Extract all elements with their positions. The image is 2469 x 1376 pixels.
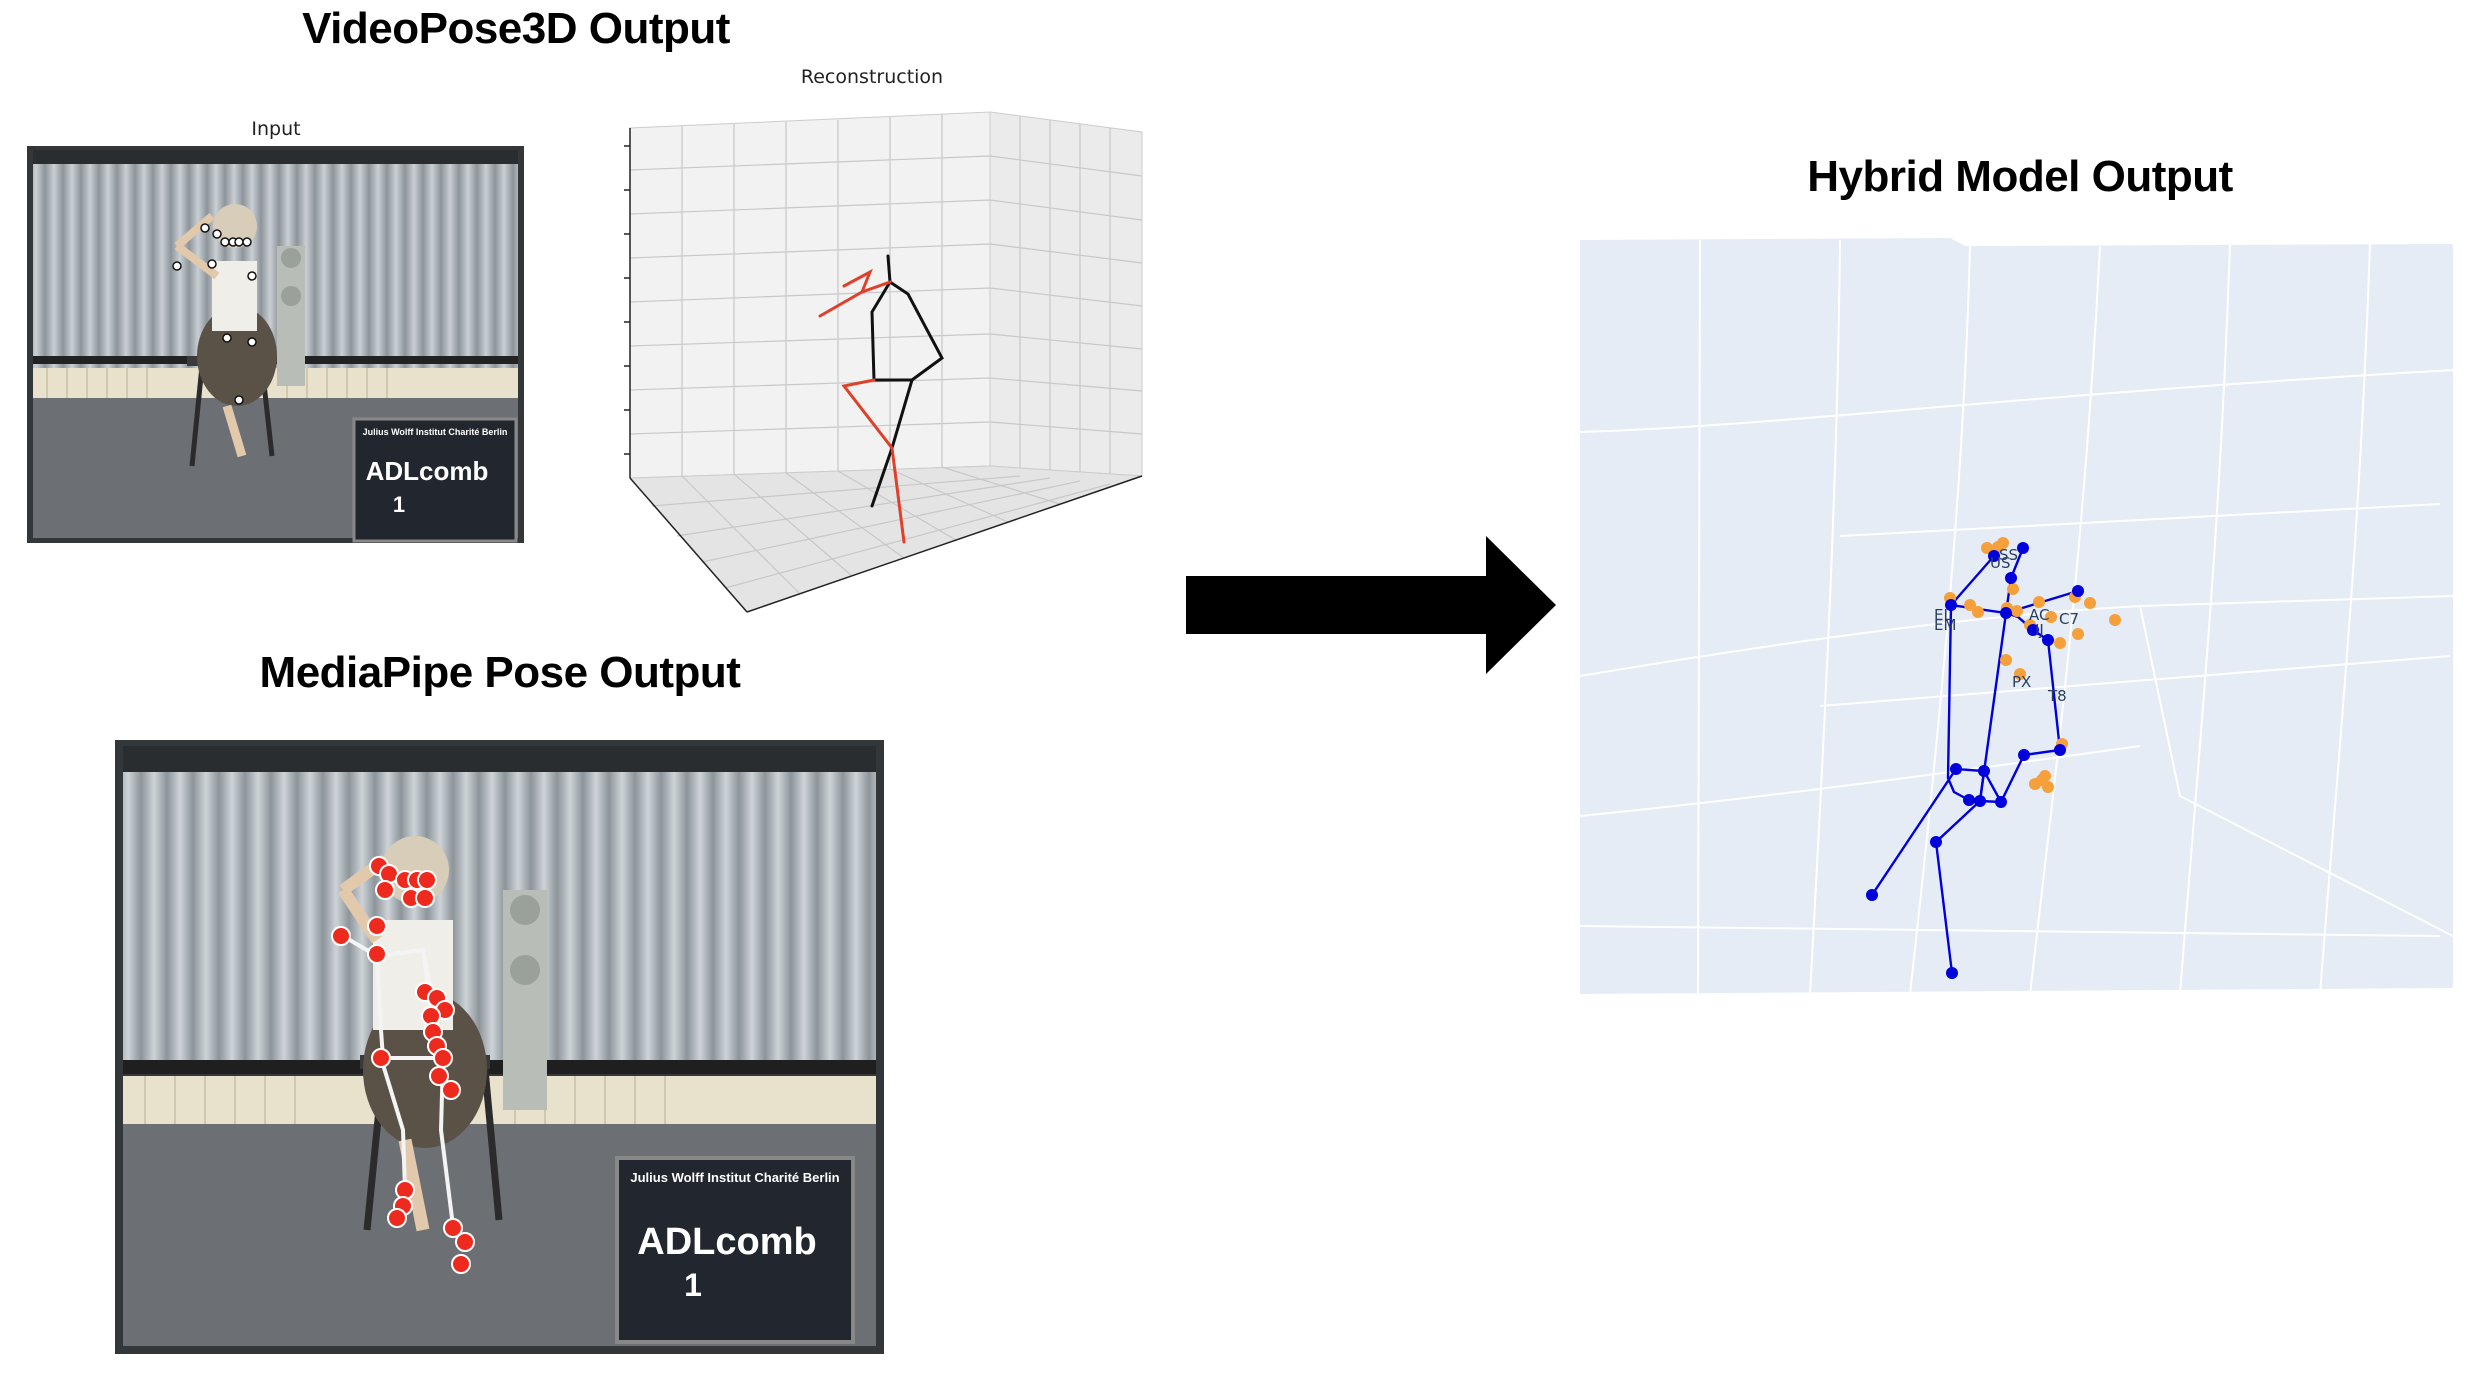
hybrid-gridlines [1579,239,2454,995]
mediapipe-frame: Julius Wolff Institut Charité Berlin ADL… [115,740,884,1354]
reconstruction-3d-plot [624,111,1143,613]
mediapipe-keypoints [331,856,475,1274]
label-us: US [1990,554,2011,572]
label-em: EM [1934,616,1956,634]
mediapipe-heading: MediaPipe Pose Output [259,648,741,697]
mp-monitor-caption: Julius Wolff Institut Charité Berlin [630,1170,839,1185]
hybrid-3d-scene: SS US EL EM AC C7 IJ PX T8 [1579,238,2454,995]
input-label: Input [251,118,301,140]
monitor-caption: Julius Wolff Institut Charité Berlin [363,427,508,437]
hybrid-joints-blue [1866,542,2084,979]
label-ss: SS [1999,546,2018,564]
label-ac: AC [2029,606,2049,624]
label-px: PX [2012,673,2031,691]
mp-monitor-title: ADLcomb [637,1221,816,1263]
reconstruction-axis-ticks [624,128,1143,613]
flow-arrow [1186,536,1556,674]
label-t8: T8 [2047,687,2067,705]
monitor-number: 1 [393,492,405,517]
reconstruction-label: Reconstruction [800,66,944,88]
monitor-title: ADLcomb [366,456,489,486]
videopose-heading: VideoPose3D Output [302,4,730,53]
label-ij: IJ [2035,621,2044,639]
label-el: EL [1934,606,1952,624]
label-c7: C7 [2059,610,2079,628]
reconstruction-skeleton [818,254,944,544]
videopose-2d-keypoints [172,223,257,405]
hybrid-heading: Hybrid Model Output [1807,152,2233,201]
hybrid-marker-labels: SS US EL EM AC C7 IJ PX T8 [1934,546,2079,705]
mp-monitor-number: 1 [684,1267,702,1303]
videopose-input-frame: Julius Wolff Institut Charité Berlin ADL… [27,146,524,543]
